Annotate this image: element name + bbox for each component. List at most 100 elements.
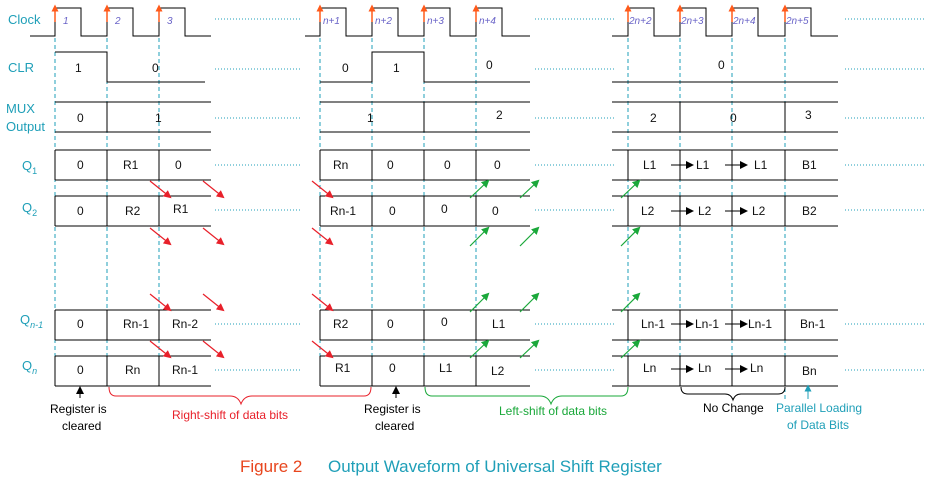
clock-number: 2n+3 xyxy=(680,16,704,27)
qn-1-value: Rn-2 xyxy=(172,317,198,331)
qn-value: Rn-1 xyxy=(172,363,198,377)
clock-numbers: 1 2 3 n+1 n+2 n+3 n+4 2n+2 2n+3 2n+4 2n+… xyxy=(63,16,809,27)
register-cleared-text-3: Register is xyxy=(364,402,421,416)
q1-value: B1 xyxy=(802,158,817,172)
qn-1-value: 0 xyxy=(387,317,394,331)
clr-value: 0 xyxy=(718,58,725,72)
left-shift-brace xyxy=(424,386,629,406)
label-mux-1: MUX xyxy=(6,101,35,116)
q1-value: 0 xyxy=(494,158,501,172)
q1-bus: 0 R1 0 Rn 0 0 0 L1 L1 L1 B1 xyxy=(54,149,838,181)
qn-1-value: Bn-1 xyxy=(800,317,826,331)
register-cleared-text-2: cleared xyxy=(62,419,101,433)
qn-1-value: 0 xyxy=(77,317,84,331)
qn-1-value: Ln-1 xyxy=(748,317,772,331)
q1-value: L1 xyxy=(643,158,657,172)
qn-value: Ln xyxy=(643,361,656,375)
mux-bus: 0 1 1 2 2 0 3 xyxy=(55,101,838,133)
mux-value: 3 xyxy=(805,108,812,122)
qn-value: Rn xyxy=(125,363,140,377)
clock-number: n+1 xyxy=(323,16,340,27)
qn-1-value: 0 xyxy=(441,315,448,329)
q1-value: L1 xyxy=(754,158,768,172)
qn-value: L1 xyxy=(439,361,453,375)
q1-value: Rn xyxy=(333,158,348,172)
no-change-brace xyxy=(680,386,786,402)
clr-value: 1 xyxy=(393,61,400,75)
qn-value: R1 xyxy=(335,361,351,375)
clock-number: 2n+2 xyxy=(628,16,652,27)
clr-value: 1 xyxy=(75,61,82,75)
figure-number: Figure 2 xyxy=(240,457,302,476)
qn-1-value: Rn-1 xyxy=(123,317,149,331)
q2-value: 0 xyxy=(77,204,84,218)
q1-value: L1 xyxy=(696,158,710,172)
parallel-loading-text-2: of Data Bits xyxy=(787,418,849,432)
qn-1-value: Ln-1 xyxy=(695,317,719,331)
cleared-pointers xyxy=(76,386,400,398)
qn-value: Bn xyxy=(802,364,817,378)
mux-value: 2 xyxy=(496,108,503,122)
clock-number: n+3 xyxy=(427,16,444,27)
qn-value: Ln xyxy=(750,361,763,375)
no-change-arrows xyxy=(671,161,748,373)
clock-number: 2n+4 xyxy=(732,16,756,27)
q1-value: 0 xyxy=(175,158,182,172)
register-cleared-text-1: Register is xyxy=(50,402,107,416)
left-shift-text: Left-shift of data bits xyxy=(499,404,607,418)
mux-value: 0 xyxy=(77,111,84,125)
q1-value: R1 xyxy=(123,158,139,172)
clock-number: 2 xyxy=(114,16,121,27)
label-q2: Q2 xyxy=(22,200,37,218)
qn-value: Ln xyxy=(698,361,711,375)
mux-value: 2 xyxy=(650,111,657,125)
right-shift-text: Right-shift of data bits xyxy=(172,408,288,422)
clr-value: 0 xyxy=(486,58,493,72)
clock-number: n+4 xyxy=(479,16,496,27)
edge-guides xyxy=(54,10,786,400)
q2-value: R1 xyxy=(173,202,189,216)
clock-number: n+2 xyxy=(375,16,392,27)
q2-value: Rn-1 xyxy=(330,204,356,218)
clr-waveform: 1 0 0 1 0 0 xyxy=(55,51,838,83)
right-shift-brace xyxy=(108,386,372,406)
q2-value: 0 xyxy=(389,204,396,218)
q2-bus: 0 R2 R1 Rn-1 0 0 0 L2 L2 L2 B2 xyxy=(54,195,838,227)
clock-number: 1 xyxy=(63,16,69,27)
qn-1-value: Ln-1 xyxy=(641,317,665,331)
register-cleared-text-4: cleared xyxy=(375,419,414,433)
label-clr: CLR xyxy=(8,60,34,75)
qn-1-bus: 0 Rn-1 Rn-2 R2 0 0 L1 Ln-1 Ln-1 Ln-1 Bn-… xyxy=(54,309,838,341)
clock-number: 2n+5 xyxy=(785,16,809,27)
qn-value: L2 xyxy=(491,364,505,378)
q2-value: B2 xyxy=(802,204,817,218)
q2-value: 0 xyxy=(441,202,448,216)
q1-value: 0 xyxy=(77,158,84,172)
q1-value: 0 xyxy=(387,158,394,172)
clr-value: 0 xyxy=(342,61,349,75)
clock-waveform xyxy=(30,7,838,37)
q2-value: R2 xyxy=(125,204,141,218)
mux-value: 0 xyxy=(730,111,737,125)
q1-value: 0 xyxy=(444,158,451,172)
qn-value: 0 xyxy=(389,361,396,375)
clr-value: 0 xyxy=(152,61,159,75)
parallel-loading-text-1: Parallel Loading xyxy=(776,401,862,415)
label-q1: Q1 xyxy=(22,158,37,176)
clock-number: 3 xyxy=(167,16,173,27)
q2-value: L2 xyxy=(752,204,766,218)
qn-1-value: R2 xyxy=(333,317,349,331)
qn-value: 0 xyxy=(77,363,84,377)
label-qn-1: Qn-1 xyxy=(20,312,43,330)
left-shift-arrows xyxy=(469,179,641,359)
q2-value: L2 xyxy=(641,204,655,218)
mux-value: 1 xyxy=(367,111,374,125)
q2-value: 0 xyxy=(492,204,499,218)
figure-title: Output Waveform of Universal Shift Regis… xyxy=(328,457,662,476)
qn-1-value: L1 xyxy=(492,317,506,331)
right-shift-arrows xyxy=(149,180,334,359)
no-change-text: No Change xyxy=(703,401,764,415)
label-mux-2: Output xyxy=(6,119,45,134)
mux-value: 1 xyxy=(155,111,162,125)
